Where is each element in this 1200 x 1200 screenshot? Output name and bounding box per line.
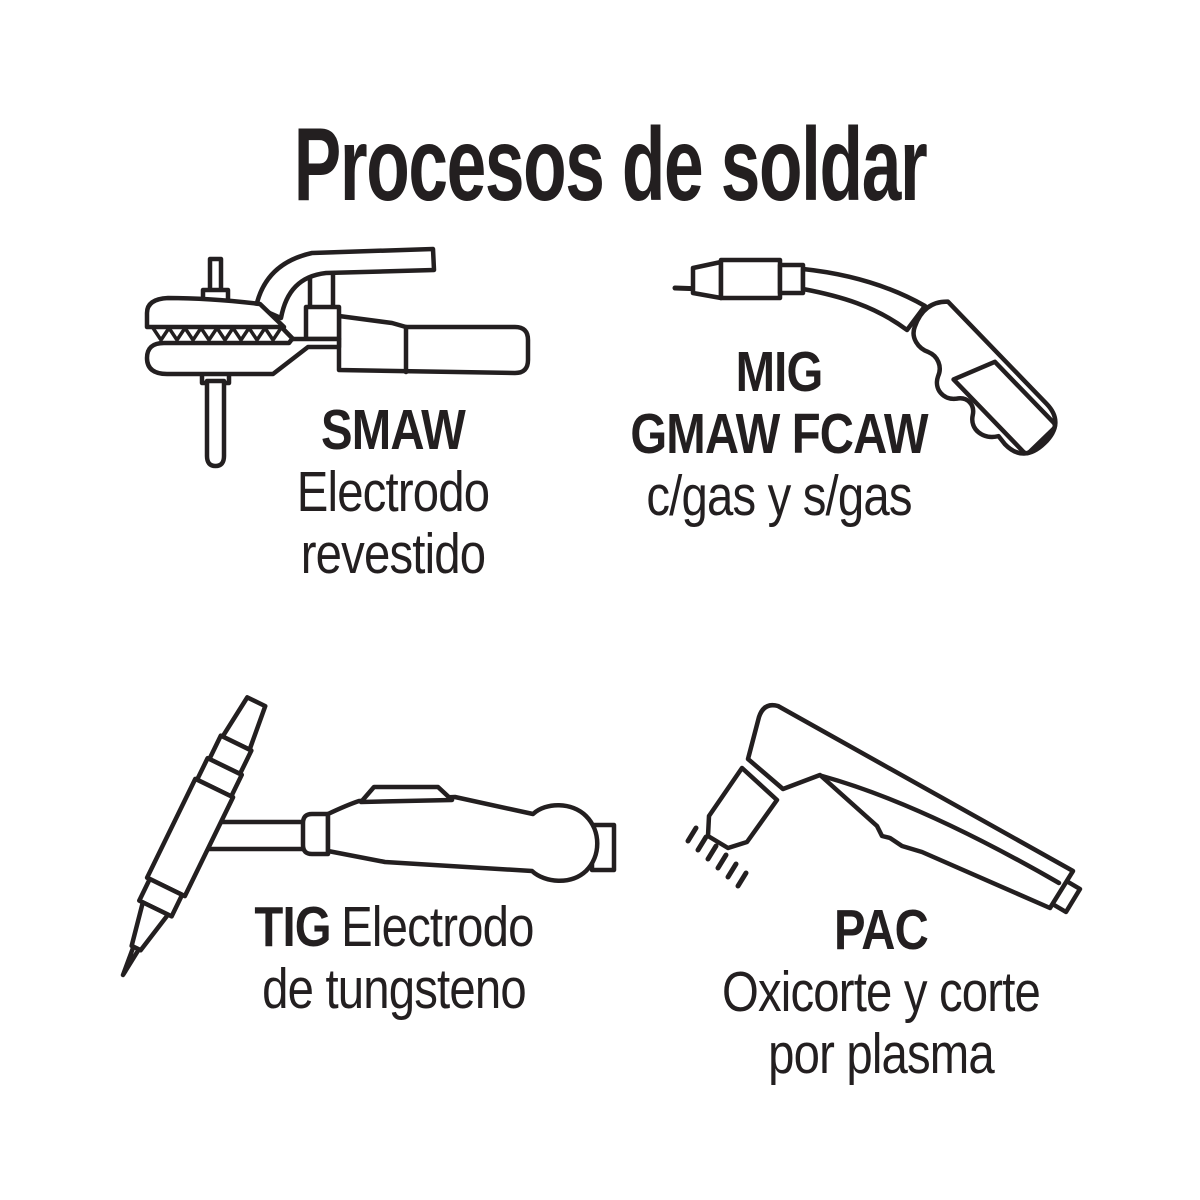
tungsten-electrode [120,944,142,978]
gun-neck [800,266,928,333]
smaw-electrode-holder-icon [144,246,531,469]
ceramic-nozzle [129,900,171,953]
mig-welding-gun-icon [672,257,1058,456]
mig-caption: MIG GMAW FCAW c/gas y s/gas [572,341,987,527]
gun-collar [777,262,806,296]
upper-jaw [144,295,287,330]
tig-desc-inline: Electrodo [341,895,534,959]
smaw-abbr: SMAW [321,398,466,462]
electrode-tip [207,256,224,295]
handle-collar [300,811,331,857]
lever-arm [253,246,437,321]
jaw-teeth [151,326,283,342]
smaw-desc-line2: revestido [300,522,486,586]
body-seam [819,773,1062,886]
page-title: Procesos de soldar [293,107,928,223]
mig-abbr-line1: MIG [735,340,824,404]
smaw-desc-line1: Electrodo [296,460,490,524]
pac-abbr: PAC [834,898,929,962]
gun-handle [911,299,1058,456]
pac-caption: PAC Oxicorte y corte por plasma [674,899,1089,1085]
smaw-caption: SMAW Electrodo revestido [186,399,601,585]
gun-barrel [718,257,783,301]
lower-jaw [144,336,342,377]
electrode-rod [204,378,227,469]
handle-grip-panel [951,359,1058,456]
tig-torch-icon [120,695,617,978]
torch-head-nozzle [705,765,780,851]
torch-handle [325,794,600,883]
tig-abbr: TIG [254,895,331,959]
pivot-block [303,304,342,342]
gun-nozzle [690,259,724,301]
mig-desc-line1: c/gas y s/gas [646,464,912,528]
pac-plasma-torch-icon [685,702,1083,915]
pac-desc-line1: Oxicorte y corte [722,960,1041,1024]
tig-desc-line2: de tungsteno [262,957,526,1021]
mig-abbr-line2: GMAW FCAW [630,402,928,466]
plasma-jet-hatch [685,825,749,889]
handle-body [336,313,531,376]
handle-switch-bump [358,784,455,805]
pac-desc-line2: por plasma [768,1022,995,1086]
